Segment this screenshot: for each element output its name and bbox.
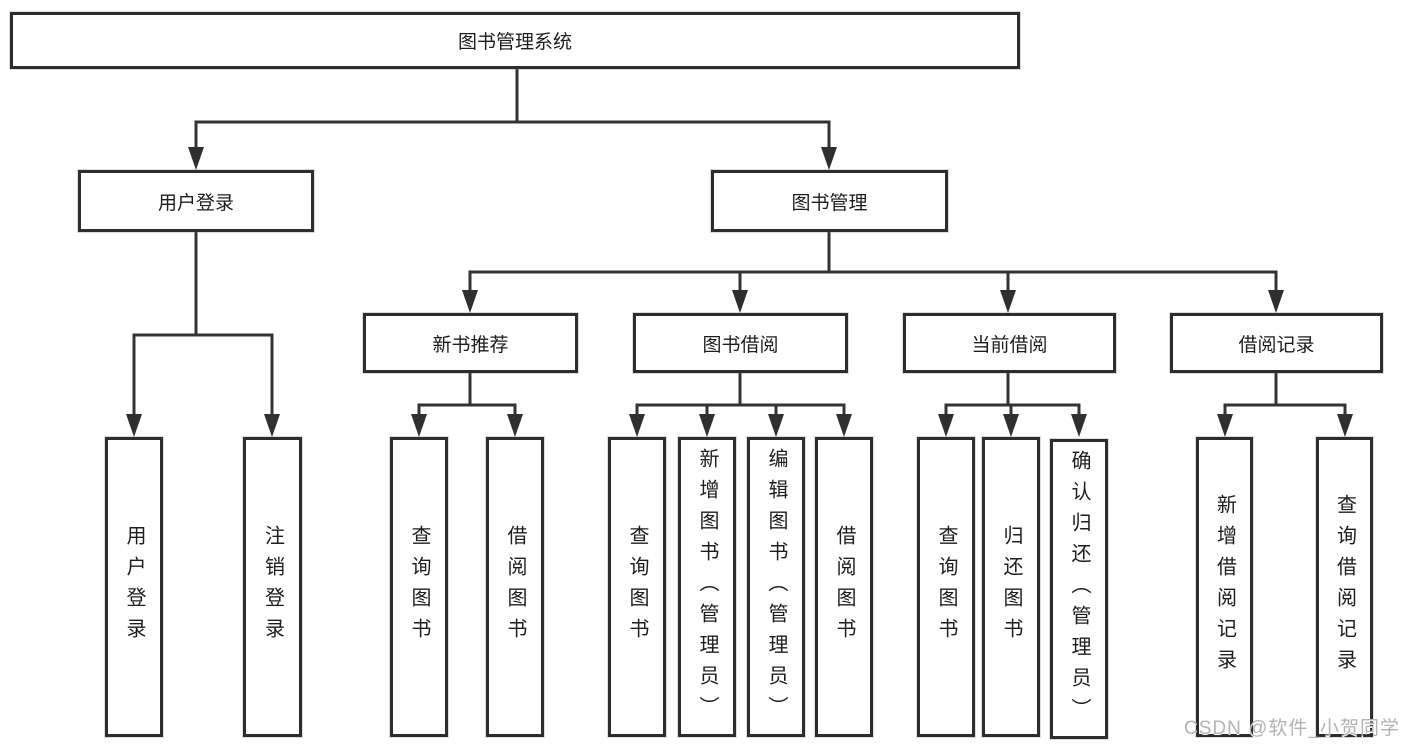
leaf-query-borrow-record-label: 查询借阅记录	[1333, 494, 1356, 680]
leaf-query-books-current-label: 查询图书	[935, 525, 957, 649]
node-book-borrow: 图书借阅	[633, 313, 848, 373]
leaf-query-books-borrow: 查询图书	[608, 437, 666, 737]
leaf-borrow-books-recommend-label: 借阅图书	[504, 525, 526, 649]
leaf-return-book-label: 归还图书	[1000, 525, 1022, 649]
leaf-add-borrow-record: 新增借阅记录	[1196, 437, 1253, 737]
leaf-query-borrow-record: 查询借阅记录	[1316, 437, 1373, 737]
node-current-borrow-label: 当前借阅	[971, 334, 1048, 356]
node-book-borrow-label: 图书借阅	[702, 334, 779, 356]
leaf-user-login: 用户登录	[105, 437, 163, 737]
node-root-system: 图书管理系统	[10, 12, 1020, 69]
leaf-borrow-books-recommend: 借阅图书	[486, 437, 544, 737]
connector-book-management	[468, 230, 1278, 295]
connector-user-login	[132, 230, 274, 419]
leaf-query-books-recommend: 查询图书	[390, 437, 448, 737]
node-book-management: 图书管理	[711, 170, 948, 232]
leaf-confirm-return-admin-label: 确认归还（管理员）	[1068, 449, 1090, 729]
node-borrow-records-label: 借阅记录	[1238, 334, 1315, 356]
connector-root	[194, 67, 831, 152]
connector-new-book	[417, 371, 517, 419]
node-new-book-recommend-label: 新书推荐	[432, 334, 509, 356]
connector-book-borrow	[635, 371, 846, 419]
leaf-add-book-admin-label: 新增图书（管理员）	[696, 447, 718, 727]
leaf-query-books-borrow-label: 查询图书	[626, 525, 648, 649]
node-user-login: 用户登录	[78, 170, 314, 232]
arrowheads	[126, 147, 1353, 437]
leaf-add-borrow-record-label: 新增借阅记录	[1213, 494, 1236, 680]
leaf-logout: 注销登录	[243, 437, 302, 737]
leaf-edit-book-admin-label: 编辑图书（管理员）	[765, 447, 787, 727]
leaf-borrow-books-label: 借阅图书	[833, 525, 855, 649]
leaf-return-book: 归还图书	[982, 437, 1040, 737]
leaf-user-login-label: 用户登录	[123, 525, 145, 649]
leaf-query-books-recommend-label: 查询图书	[408, 525, 430, 649]
leaf-query-books-current: 查询图书	[917, 437, 975, 737]
connector-current-borrow	[944, 371, 1081, 419]
leaf-add-book-admin: 新增图书（管理员）	[678, 437, 736, 737]
csdn-watermark: CSDN @软件_小贺同学	[1184, 718, 1400, 739]
leaf-logout-label: 注销登录	[261, 525, 284, 649]
leaf-edit-book-admin: 编辑图书（管理员）	[747, 437, 805, 737]
node-current-borrow: 当前借阅	[903, 313, 1116, 373]
node-borrow-records: 借阅记录	[1170, 313, 1383, 373]
node-user-login-label: 用户登录	[157, 192, 234, 214]
node-new-book-recommend: 新书推荐	[363, 313, 578, 373]
leaf-borrow-books: 借阅图书	[815, 437, 873, 737]
node-root-label: 图书管理系统	[457, 32, 572, 53]
connector-borrow-records	[1223, 371, 1347, 419]
leaf-confirm-return-admin: 确认归还（管理员）	[1050, 439, 1108, 739]
node-book-management-label: 图书管理	[791, 192, 868, 214]
